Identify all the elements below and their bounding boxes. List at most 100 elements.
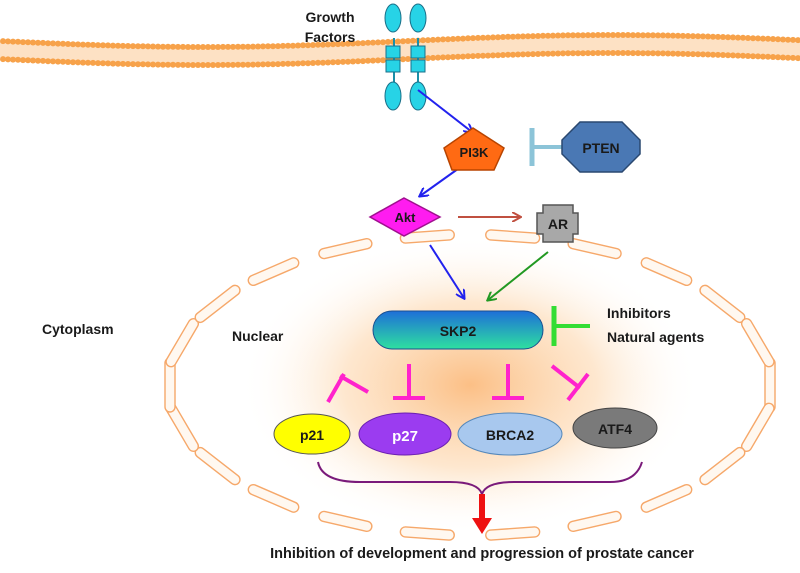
membrane-bead <box>785 36 791 43</box>
membrane-bead <box>360 58 366 65</box>
membrane-bead <box>795 37 800 44</box>
membrane-bead <box>10 56 16 63</box>
membrane-bead <box>525 51 531 58</box>
membrane-bead <box>135 43 141 50</box>
membrane-bead <box>325 41 331 48</box>
membrane-bead <box>505 51 511 58</box>
p21-label: p21 <box>300 427 324 443</box>
membrane-bead <box>550 50 556 57</box>
membrane-bead <box>570 50 576 57</box>
membrane-bead <box>720 34 726 40</box>
membrane-bead <box>290 42 296 49</box>
membrane-bead <box>545 32 551 39</box>
membrane-bead <box>425 37 431 44</box>
membrane-bead <box>375 39 381 46</box>
pi3k-node <box>443 127 505 171</box>
membrane-bead <box>140 61 146 68</box>
membrane-bead <box>535 33 541 39</box>
pten-node <box>561 121 641 173</box>
membrane-bead <box>570 32 576 39</box>
membrane-bead <box>60 58 66 65</box>
membrane-bead <box>465 35 471 42</box>
membrane-bead <box>75 41 81 48</box>
membrane-bead <box>275 61 281 68</box>
membrane-bead <box>360 40 366 47</box>
membrane-bead <box>230 61 236 68</box>
membrane-bead <box>465 53 471 60</box>
membrane-bead <box>745 53 751 59</box>
membrane-bead <box>700 51 706 58</box>
ar-node <box>536 204 579 243</box>
membrane-bead <box>715 51 721 58</box>
membrane-bead <box>780 36 786 43</box>
membrane-bead <box>750 35 756 42</box>
outcome-arrow <box>472 494 492 534</box>
membrane-bead <box>220 61 226 68</box>
membrane-bead <box>405 38 411 44</box>
membrane-bead <box>315 41 321 48</box>
membrane-bead <box>420 37 426 44</box>
membrane-bead <box>380 39 386 46</box>
membrane-bead <box>470 53 476 60</box>
membrane-bead <box>430 54 436 61</box>
membrane-bead <box>695 51 701 58</box>
membrane-bead <box>780 54 786 61</box>
membrane-bead <box>630 32 636 39</box>
nuclear-envelope-segment <box>485 526 541 541</box>
membrane-bead <box>295 60 301 67</box>
membrane-bead <box>795 55 800 62</box>
membrane-bead <box>605 32 611 38</box>
cytoplasm-label: Cytoplasm <box>42 321 114 337</box>
atf4-label: ATF4 <box>598 421 632 437</box>
membrane-bead <box>150 61 156 68</box>
membrane-bead <box>335 41 341 48</box>
membrane-bead <box>95 60 101 67</box>
membrane-bead <box>235 61 241 68</box>
membrane-bead <box>40 39 46 46</box>
membrane-bead <box>25 57 31 64</box>
membrane-bead <box>435 54 441 61</box>
membrane-bead <box>685 51 691 57</box>
membrane-bead <box>10 38 16 45</box>
membrane-bead <box>775 36 781 43</box>
membrane-bead <box>670 50 676 57</box>
membrane-bead <box>760 53 766 60</box>
membrane-bead <box>770 36 776 42</box>
membrane-bead <box>200 44 206 50</box>
membrane-bead <box>330 59 336 66</box>
membrane-bead <box>345 40 351 47</box>
membrane-bead <box>0 56 6 63</box>
membrane-bead <box>155 43 161 50</box>
membrane-bead <box>765 35 771 42</box>
membrane-bead <box>500 52 506 58</box>
nuclear-envelope-segment <box>485 229 541 244</box>
membrane-bead <box>655 50 661 57</box>
membrane-bead <box>105 60 111 67</box>
membrane-bead <box>355 40 361 47</box>
membrane-bead <box>580 32 586 39</box>
membrane-bead <box>200 62 206 68</box>
skp2-inhibits-p27 <box>393 364 425 400</box>
membrane-bead <box>225 61 231 68</box>
membrane-bead <box>640 50 646 57</box>
membrane-bead <box>565 32 571 39</box>
membrane-bead <box>575 32 581 39</box>
membrane-bead <box>560 32 566 39</box>
membrane-bead <box>45 58 51 65</box>
membrane-bead <box>625 50 631 56</box>
membrane-bead <box>105 42 111 49</box>
membrane-bead <box>380 57 386 64</box>
membrane-bead <box>620 50 626 56</box>
membrane-bead <box>610 32 616 38</box>
membrane-bead <box>475 52 481 59</box>
membrane-bead <box>285 42 291 49</box>
membrane-bead <box>755 53 761 60</box>
inhibitors-block-skp2 <box>551 306 590 346</box>
membrane-bead <box>790 54 796 61</box>
membrane-bead <box>320 41 326 48</box>
membrane-bead <box>280 60 286 67</box>
nuclear-envelope-segment <box>194 284 241 324</box>
membrane-bead <box>55 58 61 65</box>
membrane-bead <box>470 35 476 42</box>
